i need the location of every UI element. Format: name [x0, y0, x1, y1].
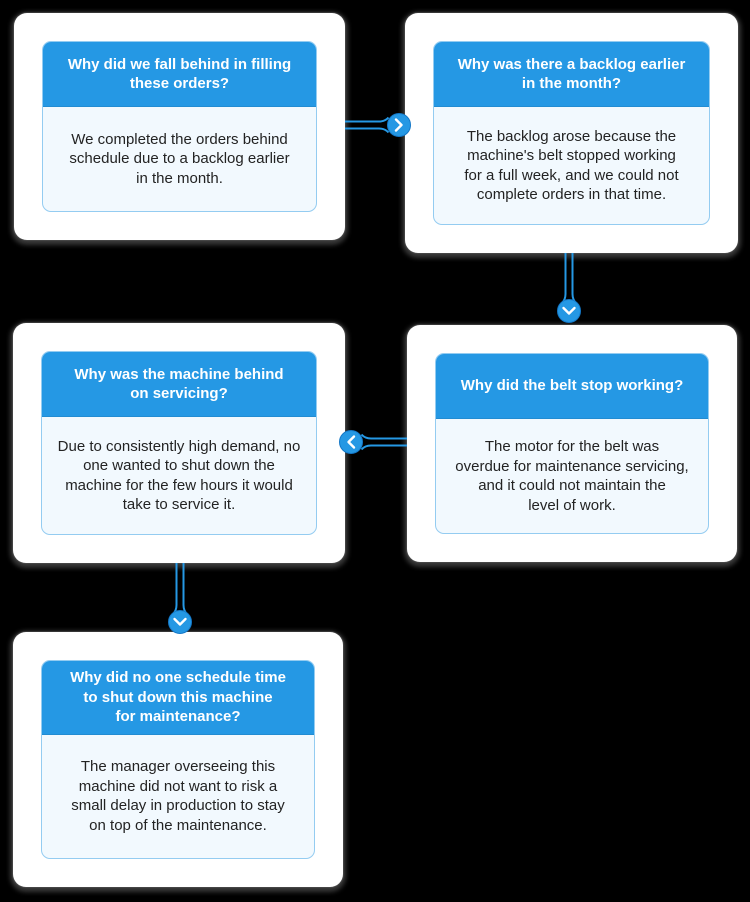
card-why-2-inner: Why was there a backlog earlier in the m…: [433, 41, 710, 225]
card-why-5: Why did no one schedule time to shut dow…: [13, 632, 343, 887]
connector-4-down: [168, 563, 192, 634]
card-why-1-question: Why did we fall behind in filling these …: [43, 42, 316, 107]
card-why-5-question: Why did no one schedule time to shut dow…: [42, 661, 314, 735]
card-why-3-answer: Due to consistently high demand, no one …: [57, 437, 301, 514]
chevron-down-icon: [173, 617, 187, 626]
connector-1-right: [345, 113, 411, 137]
card-why-5-inner: Why did no one schedule time to shut dow…: [41, 660, 315, 859]
chevron-right-icon: [394, 118, 403, 132]
chevron-left-icon: [347, 435, 356, 449]
connector-2-down: [557, 253, 581, 323]
connector-3-left: [339, 430, 407, 454]
card-why-4: Why did the belt stop working? The motor…: [407, 325, 737, 562]
chevron-down-icon: [562, 306, 576, 315]
card-why-2-answer: The backlog arose because the machine's …: [464, 127, 679, 204]
card-why-5-answer: The manager overseeing this machine did …: [71, 758, 285, 834]
card-why-4-question: Why did the belt stop working?: [436, 354, 708, 419]
card-why-1-answer: We completed the orders behind schedule …: [69, 130, 290, 187]
card-why-2: Why was there a backlog earlier in the m…: [405, 13, 738, 253]
card-why-3: Why was the machine behind on servicing?…: [13, 323, 345, 563]
card-why-3-inner: Why was the machine behind on servicing?…: [41, 351, 317, 535]
arrow-node: [168, 610, 192, 634]
card-why-4-answer: The motor for the belt was overdue for m…: [455, 438, 689, 514]
card-why-2-question: Why was there a backlog earlier in the m…: [434, 42, 709, 107]
card-why-1-inner: Why did we fall behind in filling these …: [42, 41, 317, 212]
card-why-4-inner: Why did the belt stop working? The motor…: [435, 353, 709, 534]
arrow-node: [557, 299, 581, 323]
card-why-3-question: Why was the machine behind on servicing?: [42, 352, 316, 417]
card-why-1: Why did we fall behind in filling these …: [14, 13, 345, 240]
